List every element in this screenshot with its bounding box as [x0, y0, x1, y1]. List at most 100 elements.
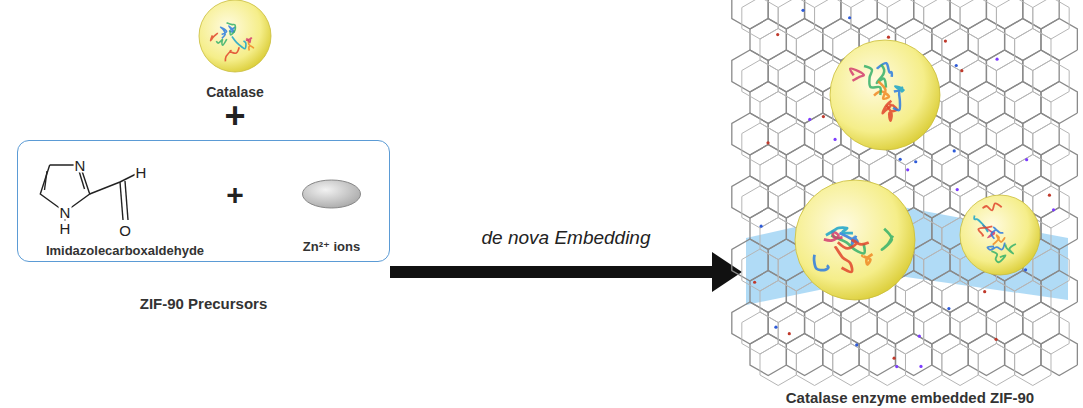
lattice-cell [968, 19, 1004, 61]
lattice-atom [848, 16, 851, 19]
lattice-atom [895, 365, 898, 368]
sphere-body [795, 180, 915, 300]
lattice-cell [978, 155, 1014, 197]
lattice-cell [960, 312, 996, 354]
mof-framework-art [742, 0, 1078, 406]
lattice-cell [950, 113, 986, 155]
lattice-cell [732, 0, 768, 29]
lattice-atom [822, 115, 825, 118]
lattice-cell [1005, 271, 1041, 313]
lattice-cell [942, 155, 978, 197]
plus-sign: + [226, 180, 244, 210]
sphere-body [960, 195, 1040, 275]
protein-strand [814, 255, 828, 271]
protein-strand [882, 229, 893, 250]
double-bond [45, 171, 48, 190]
lattice-cell [796, 344, 832, 386]
lattice-cell [924, 249, 960, 291]
lattice-atom [919, 365, 922, 368]
lattice-atom [1052, 208, 1055, 211]
lattice-cell [1033, 249, 1069, 291]
protein-strand [850, 69, 864, 81]
lattice-cell [760, 29, 796, 71]
lattice-cell [932, 19, 968, 61]
lattice-cell [869, 344, 905, 386]
protein-strand [225, 47, 239, 61]
process-arrow [390, 252, 742, 292]
protein-strand [232, 37, 246, 49]
lattice-cell [732, 176, 768, 218]
lattice-cell [986, 50, 1022, 92]
lattice-atom [1048, 194, 1051, 197]
lattice-cell [978, 92, 1014, 134]
lattice-cell [942, 344, 978, 386]
lattice-atom [960, 69, 963, 72]
lattice-cell [1005, 334, 1041, 376]
lattice-atom [760, 225, 763, 228]
lattice-atom [788, 332, 791, 335]
lattice-cell [859, 145, 895, 187]
lattice-cell [960, 0, 996, 39]
lattice-cell [833, 344, 869, 386]
lattice-cell [851, 312, 887, 354]
lattice-cell [1023, 50, 1059, 92]
lattice-cell [924, 123, 960, 165]
lattice-cell [996, 0, 1032, 39]
lattice-cell [750, 208, 786, 250]
lattice-cell [1041, 334, 1077, 376]
lattice-cell [732, 302, 768, 344]
lattice-atom [956, 188, 959, 191]
lattice-cell [950, 50, 986, 92]
molecule-bonds [40, 165, 136, 222]
zinc-ellipse [303, 180, 361, 208]
lattice-cell [1033, 186, 1069, 228]
node-caption: Imidazolecarboxaldehyde [46, 243, 204, 258]
lattice-cell [968, 334, 1004, 376]
lattice-cell [768, 113, 804, 155]
lattice-cell [942, 29, 978, 71]
lattice-cell [978, 29, 1014, 71]
lattice-cell [1005, 145, 1041, 187]
enzyme-sphere: Catalase [192, 0, 278, 100]
lattice-cell [960, 60, 996, 102]
lattice-cell [905, 281, 941, 323]
lattice-atom [766, 141, 769, 144]
lattice-atom [918, 335, 921, 338]
lattice-atom [944, 39, 947, 42]
node-caption: Zn²⁺ ions [303, 239, 360, 254]
atom-symbol: H [135, 165, 148, 180]
protein-strand [974, 216, 988, 233]
protein-strand [210, 33, 218, 40]
lattice-cell [778, 312, 814, 354]
lattice-cell [986, 113, 1022, 155]
lattice-cell [877, 302, 913, 344]
lattice-atom [899, 158, 902, 161]
lattice-cell [750, 82, 786, 124]
lattice-cell [786, 145, 822, 187]
lattice-cell [914, 239, 950, 281]
lattice-atom [955, 64, 958, 67]
lattice-cell [996, 312, 1032, 354]
lattice-atom [774, 326, 777, 329]
lattice-cell [1033, 312, 1069, 354]
protein-strand [993, 235, 1005, 245]
lattice-cell [750, 19, 786, 61]
lattice-cell [968, 82, 1004, 124]
lattice-cell [796, 92, 832, 134]
lattice-cell [924, 186, 960, 228]
arrow-shaft [390, 266, 714, 278]
lattice-cell [760, 92, 796, 134]
lattice-cell [1015, 281, 1051, 323]
lattice-cell [895, 145, 931, 187]
lattice-atom [914, 160, 917, 163]
lattice-cell [815, 0, 851, 39]
double-bond [79, 171, 85, 189]
lattice-cell [978, 344, 1014, 386]
lattice-cell [750, 145, 786, 187]
atom-symbol: N [74, 158, 87, 173]
double-bond [120, 182, 123, 220]
precursor-box: ZIF-90 PrecursorsImidazolecarboxaldehyde… [17, 140, 390, 312]
lattice-cell [815, 312, 851, 354]
lattice-cell [1041, 19, 1077, 61]
lattice-cell [750, 271, 786, 313]
